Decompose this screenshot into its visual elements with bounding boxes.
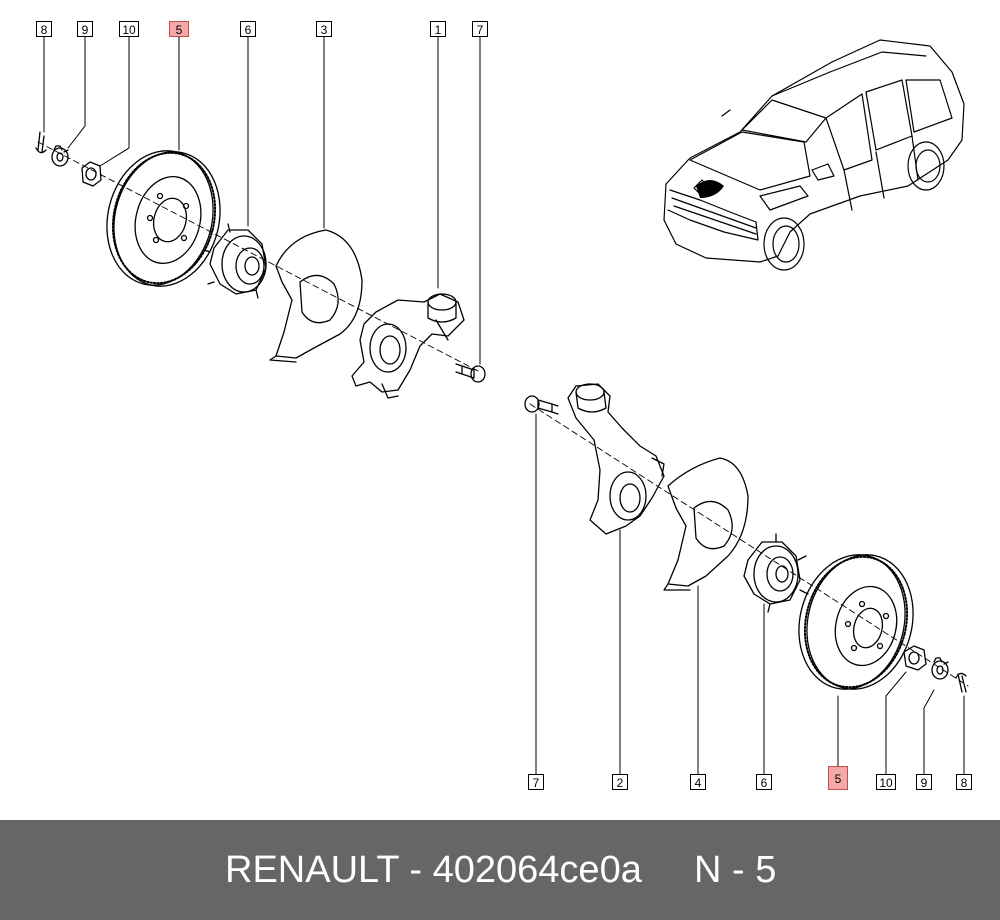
part-number-label: RENAULT - 402064ce0a [225, 849, 642, 891]
bottom-castle-cap [931, 657, 949, 680]
bottom-bolt [524, 395, 559, 415]
callout-bottom-9: 9 [916, 774, 932, 790]
bottom-hub-nut [903, 645, 927, 671]
reference-number-label: N - 5 [694, 849, 777, 891]
callout-bottom-10: 10 [876, 774, 896, 790]
callout-bottom-6: 6 [756, 774, 772, 790]
callout-top-7: 7 [472, 21, 488, 37]
callout-bottom-7: 7 [528, 774, 544, 790]
bottom-steering-knuckle [567, 383, 665, 535]
callout-bottom-5-highlighted: 5 [828, 766, 848, 790]
callout-top-10: 10 [119, 21, 139, 37]
bottom-hub-bearing [743, 533, 809, 613]
footer-bar: RENAULT - 402064ce0a N - 5 [0, 820, 1000, 920]
callout-top-1: 1 [430, 21, 446, 37]
bottom-axis-line [529, 403, 969, 687]
callout-top-6: 6 [240, 21, 256, 37]
top-brake-disc [106, 150, 221, 287]
top-leader-lines [43, 36, 481, 365]
callout-top-9: 9 [77, 21, 93, 37]
top-bolt [455, 363, 486, 383]
top-axis-line [37, 141, 481, 373]
callout-bottom-8: 8 [956, 774, 972, 790]
bottom-cotter-pin [955, 672, 967, 693]
vehicle-illustration [663, 39, 965, 271]
top-hub-bearing [203, 223, 267, 299]
bottom-brake-disc [798, 554, 914, 690]
bottom-leader-lines [535, 413, 965, 775]
bottom-dust-shield [663, 457, 749, 591]
top-cotter-pin [35, 131, 47, 154]
top-steering-knuckle [351, 293, 465, 399]
callout-bottom-4: 4 [690, 774, 706, 790]
top-castle-cap [51, 145, 69, 167]
top-dust-shield [269, 229, 363, 363]
callout-top-8: 8 [36, 21, 52, 37]
callout-top-5-highlighted: 5 [169, 21, 189, 37]
callout-bottom-2: 2 [612, 774, 628, 790]
top-hub-nut [81, 161, 102, 187]
exploded-view-diagram [35, 36, 969, 775]
callout-top-3: 3 [316, 21, 332, 37]
